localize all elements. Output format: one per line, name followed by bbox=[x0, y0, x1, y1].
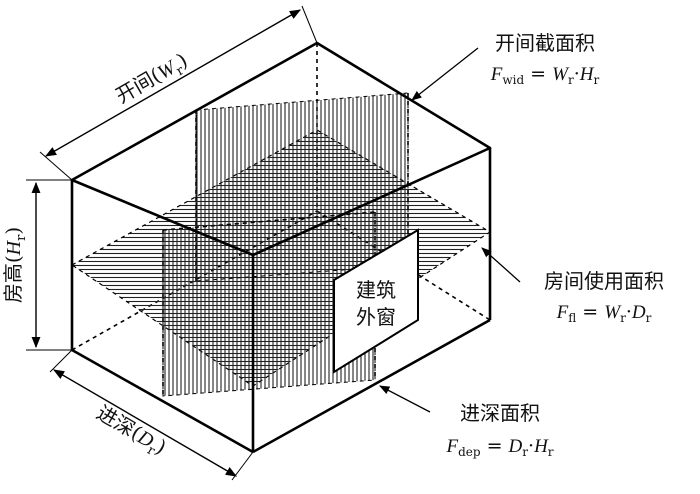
callout-width-section: 开间截面积 Fwid = Wr·Hr bbox=[411, 31, 600, 101]
callout-depth-section-formula: Fdep = Dr·Hr bbox=[445, 435, 553, 459]
callout-floor-area: 房间使用面积 Ffl = Wr·Dr bbox=[481, 247, 664, 325]
width-dimension: 开间(Wr) bbox=[39, 5, 318, 181]
width-dimension-label: 开间(Wr) bbox=[112, 48, 194, 112]
depth-section-plane bbox=[162, 211, 376, 397]
window-label-line1: 建筑 bbox=[356, 278, 396, 302]
callout-depth-section: 进深面积 Fdep = Dr·Hr bbox=[379, 385, 554, 459]
callout-width-section-title: 开间截面积 bbox=[495, 31, 595, 55]
callout-width-section-formula: Fwid = Wr·Hr bbox=[490, 63, 600, 87]
height-dimension-label: 房高(Hr) bbox=[1, 227, 29, 303]
callout-floor-area-formula: Ffl = Wr·Dr bbox=[556, 301, 652, 325]
height-dimension: 房高(Hr) bbox=[1, 179, 72, 351]
window-label-line2: 外窗 bbox=[356, 305, 396, 329]
building-window: 建筑 外窗 bbox=[333, 228, 419, 374]
callout-floor-area-title: 房间使用面积 bbox=[544, 269, 664, 293]
callout-depth-section-title: 进深面积 bbox=[460, 401, 540, 425]
